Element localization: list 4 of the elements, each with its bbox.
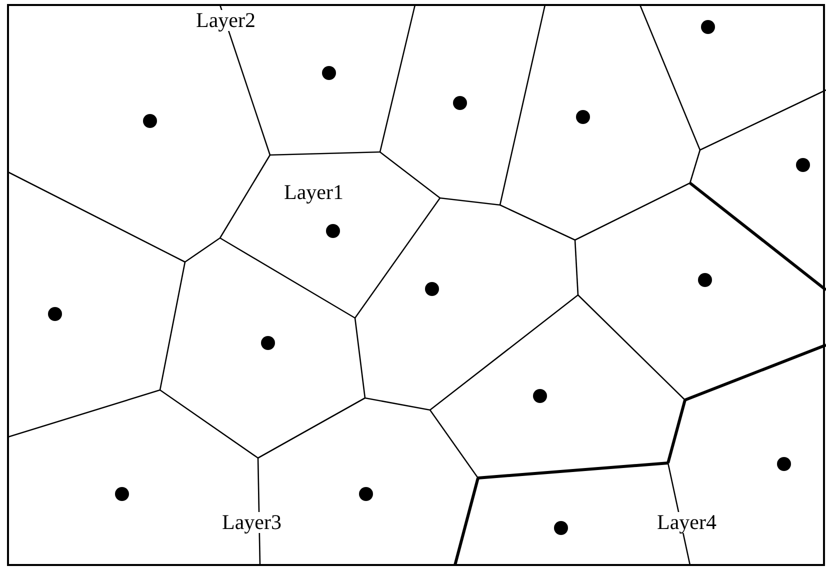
- region-label: Layer1: [284, 182, 344, 203]
- region-label: Layer2: [196, 10, 256, 31]
- region-label: Layer4: [657, 512, 716, 533]
- region-label: Layer3: [222, 512, 282, 533]
